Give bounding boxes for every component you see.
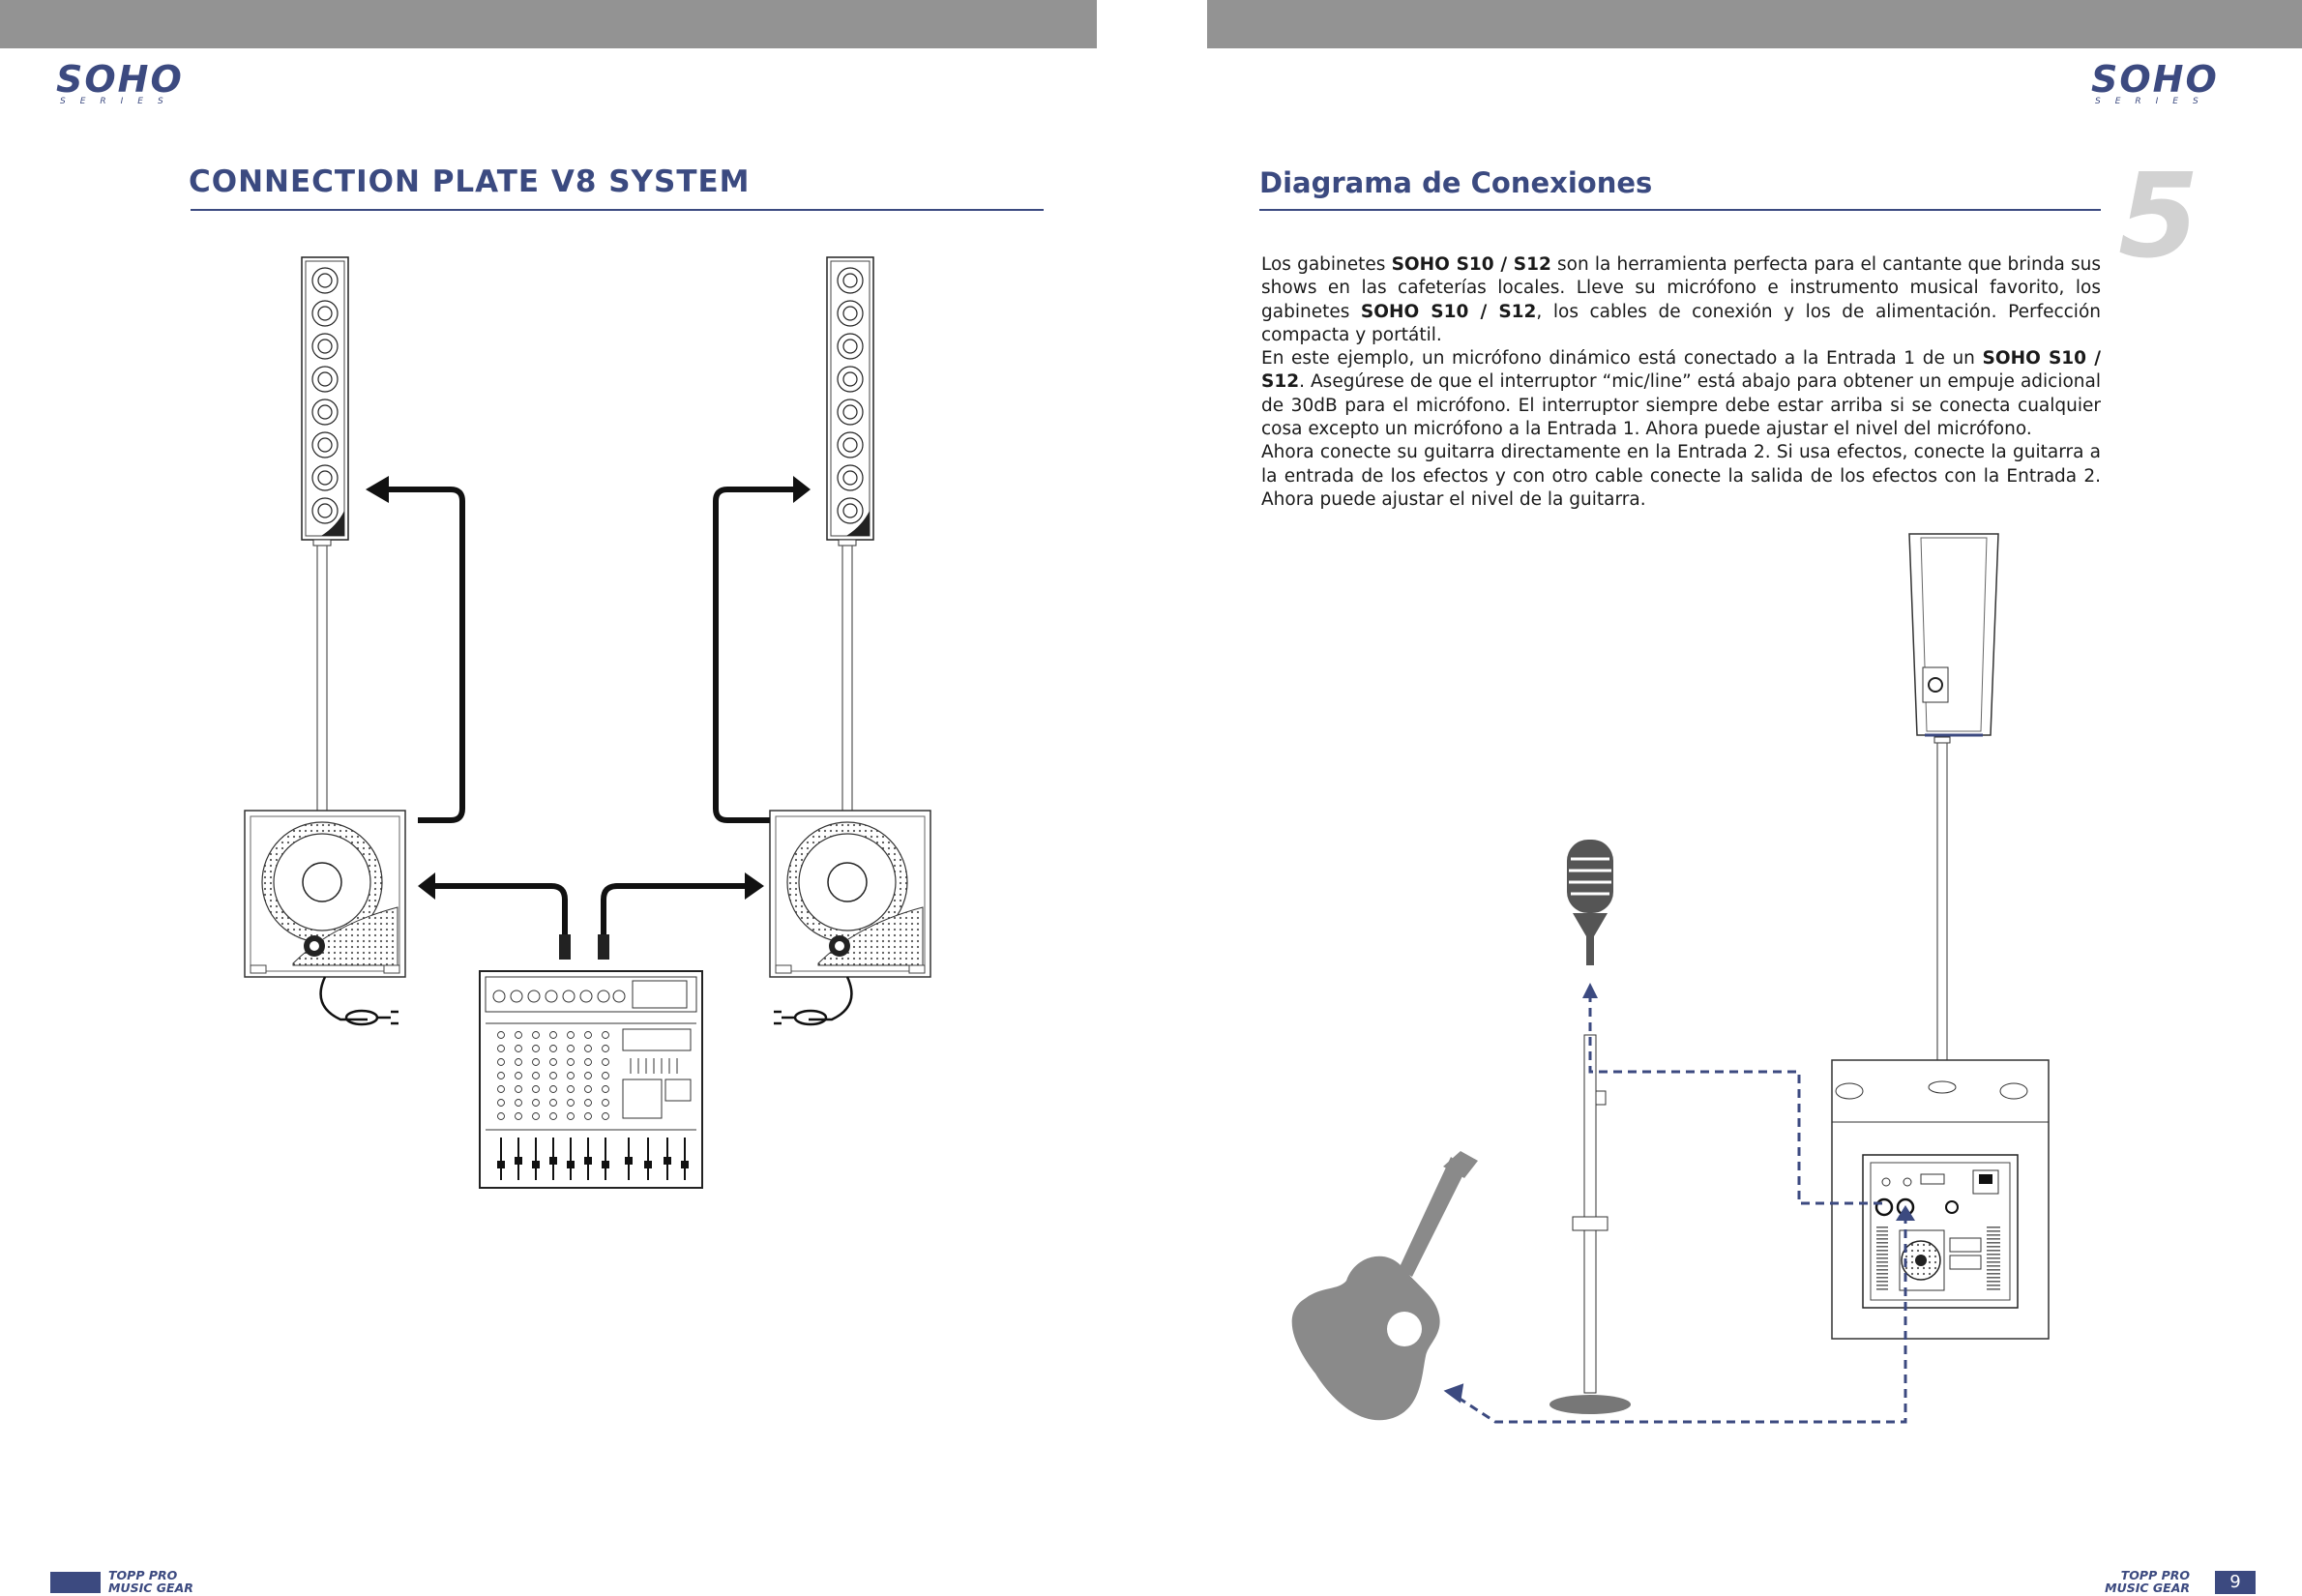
left-link-cable [375, 487, 465, 823]
logo-series: SERIES [2095, 97, 2213, 106]
xlr-plug-left [559, 934, 571, 960]
right-column-speaker [826, 256, 874, 813]
panel-arrow [1896, 1205, 1915, 1221]
chapter-number: 5 [2118, 150, 2199, 284]
acoustic-guitar [1291, 1151, 1478, 1421]
guitar-connection-line [1450, 1215, 1907, 1424]
left-column-speaker [301, 256, 349, 813]
soho-logo-right: SOHO SERIES [2091, 58, 2256, 106]
paragraph-3: Ahora conecte su guitarra directamente e… [1261, 442, 2101, 510]
right-subwoofer [769, 810, 931, 978]
left-title-rule [191, 209, 1044, 211]
paragraph-1: Los gabinetes SOHO S10 / S12 son la herr… [1261, 254, 2102, 345]
page-number: 9 [2215, 1571, 2256, 1594]
left-mixer-arrow [418, 872, 435, 900]
left-power-cable [319, 976, 398, 1026]
guitar-arrow [1443, 1383, 1464, 1404]
microphone-stand [1549, 1034, 1631, 1414]
tall-column-speaker [1908, 533, 1999, 1092]
right-power-cable [774, 976, 853, 1026]
footer-bar-left [50, 1572, 101, 1593]
right-page-title: Diagrama de Conexiones [1259, 166, 1653, 199]
right-mixer-cable [601, 883, 745, 938]
paragraph-2: En este ejemplo, un micrófono dinámico e… [1261, 348, 2101, 440]
soho-logo-left: SOHO SERIES [56, 58, 221, 106]
right-link-cable [713, 487, 795, 823]
body-text: Los gabinetes SOHO S10 / S12 son la herr… [1261, 253, 2101, 512]
right-top-bar [1207, 0, 2302, 48]
microphone [1567, 840, 1613, 965]
right-link-arrow [793, 476, 811, 503]
left-page-title: CONNECTION PLATE V8 SYSTEM [189, 164, 751, 199]
xlr-plug-right [598, 934, 609, 960]
subwoofer-rear-panel [1831, 1059, 2050, 1340]
mixer [479, 970, 703, 1189]
logo-word: SOHO [2091, 58, 2219, 101]
right-mixer-arrow [745, 872, 764, 900]
left-subwoofer [244, 810, 406, 978]
right-title-rule [1259, 209, 2101, 211]
left-top-bar [0, 0, 1097, 48]
left-mixer-cable [426, 883, 568, 938]
logo-word: SOHO [56, 58, 184, 101]
left-link-arrow [366, 476, 389, 503]
mic-arrow [1582, 983, 1598, 998]
logo-series: SERIES [60, 97, 178, 106]
